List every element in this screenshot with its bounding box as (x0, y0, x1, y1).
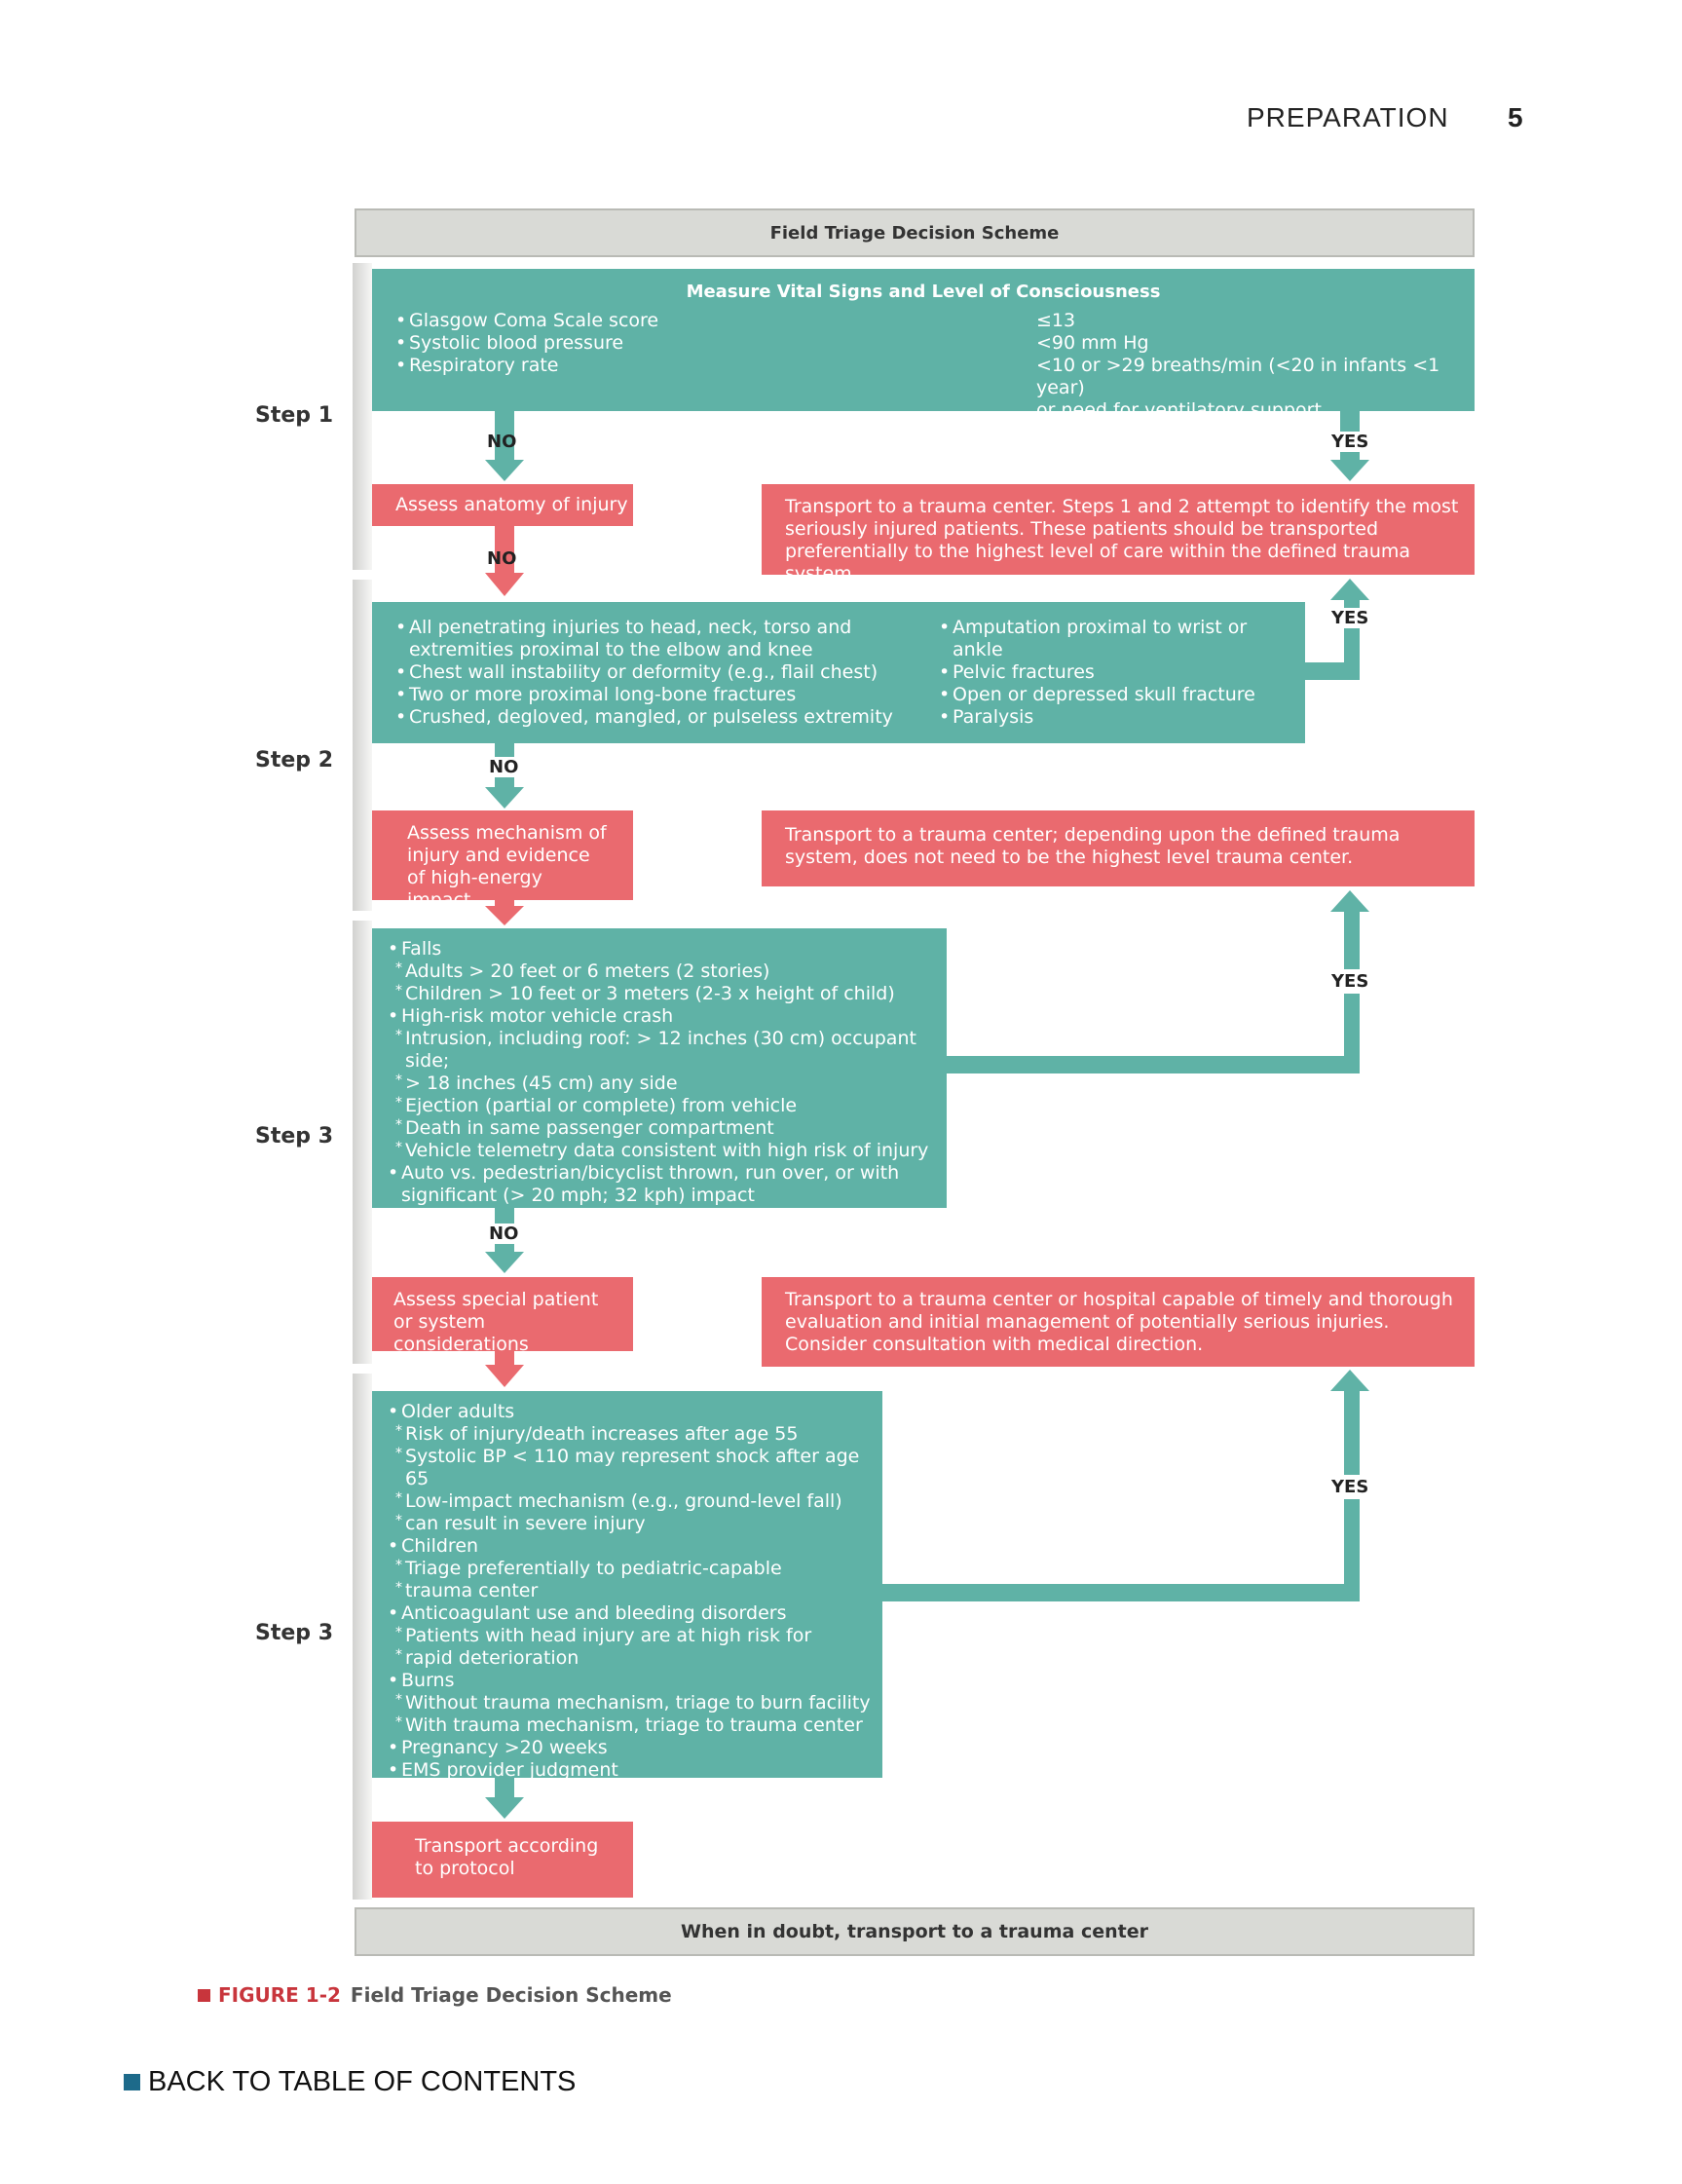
step3-list: FallsAdults > 20 feet or 6 meters (2 sto… (386, 938, 947, 1229)
step2-anatomy-box: All penetrating injuries to head, neck, … (372, 602, 1305, 743)
sub-criterion: Patients with head injury are at high ri… (386, 1622, 882, 1647)
caption-square-icon (198, 1988, 210, 2002)
square-icon (124, 2074, 140, 2090)
criterion-item: Children (386, 1535, 882, 1558)
sub-criterion: Adults > 20 feet or 6 meters (2 stories) (386, 958, 947, 983)
anatomy-item: Crushed, degloved, mangled, or pulseless… (393, 706, 900, 729)
step-label-4: Step 3 (255, 1621, 333, 1645)
anatomy-item: Chest wall instability or deformity (e.g… (393, 661, 900, 684)
step-label-3: Step 3 (255, 1124, 333, 1148)
criterion-item: Anticoagulant use and bleeding disorders (386, 1602, 882, 1625)
sub-criterion: Triage preferentially to pediatric-capab… (386, 1555, 882, 1580)
step1-criteria: Glasgow Coma Scale score Systolic blood … (393, 310, 658, 377)
sub-criterion: Without trauma mechanism, triage to burn… (386, 1689, 882, 1714)
anatomy-item: Open or depressed skull fracture (937, 684, 1297, 706)
sub-criterion: Systolic BP < 110 may represent shock af… (386, 1443, 882, 1490)
assess-special-box: Assess special patient or system conside… (372, 1277, 633, 1355)
threshold-gcs: ≤13 (1036, 310, 1076, 331)
criterion-gcs: Glasgow Coma Scale score (393, 310, 658, 332)
transport-box-3: Transport to a trauma center or hospital… (762, 1277, 1475, 1367)
diagram-title: Field Triage Decision Scheme (355, 208, 1475, 257)
step-label-1: Step 1 (255, 403, 333, 428)
sub-criterion: Low-impact mechanism (e.g., ground-level… (386, 1487, 882, 1513)
figure-caption: FIGURE 1-2 Field Triage Decision Scheme (198, 1983, 672, 2007)
diagram-footer: When in doubt, transport to a trauma cen… (355, 1907, 1475, 1956)
assess-anatomy-box: Assess anatomy of injury (372, 484, 633, 526)
section-title: PREPARATION (1247, 102, 1449, 132)
step2-yes-label: YES (1329, 608, 1371, 628)
criterion-item: EMS provider judgment (386, 1759, 882, 1782)
sub-criterion: rapid deterioration (386, 1644, 882, 1670)
step2-left-list: All penetrating injuries to head, neck, … (393, 617, 900, 729)
assess-mechanism-box: Assess mechanism of injury and evidence … (372, 810, 633, 911)
criterion-sbp: Systolic blood pressure (393, 332, 658, 355)
transport-box-1: Transport to a trauma center. Steps 1 an… (762, 484, 1475, 584)
anatomy-item: Pelvic fractures (937, 661, 1297, 684)
sub-criterion: Intrusion, including roof: > 12 inches (… (386, 1025, 947, 1073)
transport-box-2: Transport to a trauma center; depending … (762, 810, 1475, 886)
sub-criterion: can result in severe injury (386, 1510, 882, 1535)
criterion-item: Auto vs. pedestrian/bicyclist thrown, ru… (386, 1162, 947, 1207)
criterion-item: Motorcycle crash >20 mph (386, 1207, 947, 1229)
figure-label: FIGURE 1-2 (218, 1983, 341, 2007)
back-link-label[interactable]: BACK TO TABLE OF CONTENTS (148, 2066, 577, 2097)
step2-no-label: NO (487, 757, 521, 777)
threshold-rr: <10 or >29 breaths/min (<20 in infants <… (1036, 355, 1440, 398)
sub-criterion: > 18 inches (45 cm) any side (386, 1070, 947, 1095)
anatomy-item: Two or more proximal long-bone fractures (393, 684, 900, 706)
back-to-toc-link[interactable]: BACK TO TABLE OF CONTENTS (124, 2066, 576, 2098)
step4-sidebar (353, 1374, 372, 1900)
criterion-item: Burns (386, 1670, 882, 1692)
step1-thresholds: ≤13 <90 mm Hg <10 or >29 breaths/min (<2… (1036, 310, 1475, 422)
sub-criterion: Vehicle telemetry data consistent with h… (386, 1137, 947, 1162)
transport-protocol-box: Transport according to protocol (372, 1822, 633, 1898)
step3-no-label: NO (487, 1224, 521, 1244)
anatomy-no-label: NO (487, 548, 517, 569)
criterion-item: Older adults (386, 1401, 882, 1423)
step3-sidebar (353, 921, 372, 1364)
step2-right-list: Amputation proximal to wrist or ankle Pe… (937, 617, 1297, 729)
step3-mechanism-box: FallsAdults > 20 feet or 6 meters (2 sto… (372, 928, 947, 1229)
step4-list: Older adultsRisk of injury/death increas… (386, 1401, 882, 1782)
step2-sidebar (353, 580, 372, 911)
anatomy-item: Paralysis (937, 706, 1297, 729)
threshold-sbp: <90 mm Hg (1036, 332, 1149, 354)
step4-yes-label: YES (1329, 1475, 1371, 1499)
criterion-rr: Respiratory rate (393, 355, 658, 377)
step3-yes-label: YES (1329, 969, 1371, 994)
threshold-ventilatory: or need for ventilatory support (1036, 399, 1322, 421)
anatomy-item: Amputation proximal to wrist or ankle (937, 617, 1297, 661)
step1-no-label: NO (487, 432, 517, 452)
criterion-item: High-risk motor vehicle crash (386, 1005, 947, 1028)
step4-special-box: Older adultsRisk of injury/death increas… (372, 1391, 882, 1782)
step1-heading: Measure Vital Signs and Level of Conscio… (686, 282, 1161, 302)
sub-criterion: Ejection (partial or complete) from vehi… (386, 1092, 947, 1117)
criterion-item: Falls (386, 938, 947, 960)
step-label-2: Step 2 (255, 748, 333, 772)
step1-vitals-box: Measure Vital Signs and Level of Conscio… (372, 269, 1475, 421)
sub-criterion: Risk of injury/death increases after age… (386, 1420, 882, 1446)
sub-criterion: Death in same passenger compartment (386, 1114, 947, 1140)
page-number: 5 (1508, 102, 1524, 132)
sub-criterion: With trauma mechanism, triage to trauma … (386, 1712, 882, 1737)
sub-criterion: Children > 10 feet or 3 meters (2-3 x he… (386, 980, 947, 1005)
step1-sidebar (353, 263, 372, 570)
criterion-item: Pregnancy >20 weeks (386, 1737, 882, 1759)
anatomy-item: All penetrating injuries to head, neck, … (393, 617, 900, 661)
figure-title: Field Triage Decision Scheme (350, 1983, 672, 2007)
step1-yes-label: YES (1329, 432, 1371, 452)
sub-criterion: trauma center (386, 1577, 882, 1602)
